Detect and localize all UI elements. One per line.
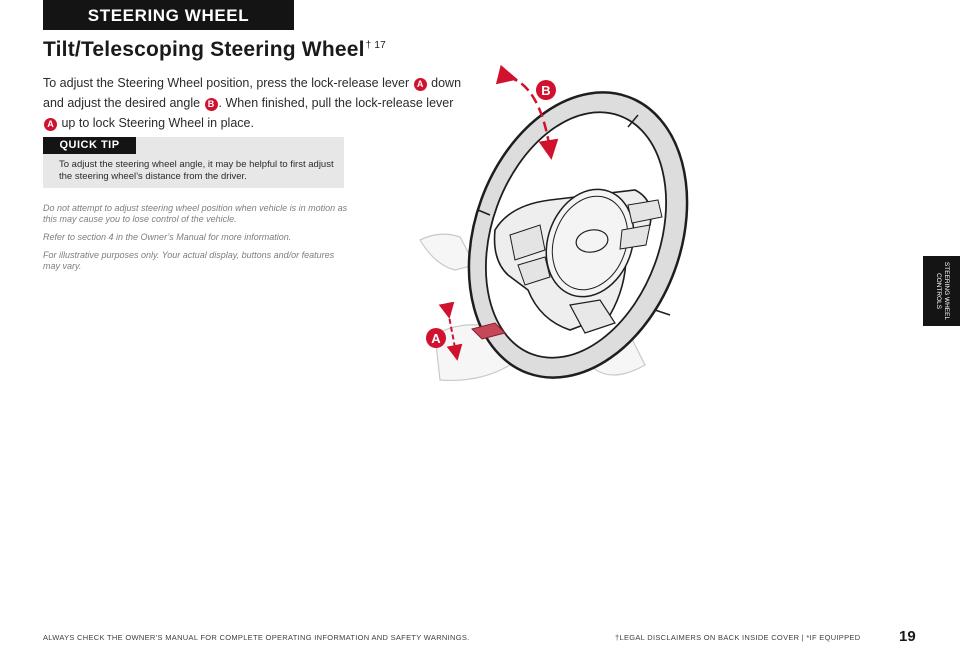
page-title-text: Tilt/Telescoping Steering Wheel bbox=[43, 38, 365, 61]
callout-b: B bbox=[536, 80, 556, 100]
quick-tip-text: To adjust the steering wheel angle, it m… bbox=[59, 159, 334, 182]
intro-text-4: up to lock Steering Wheel in place. bbox=[61, 116, 254, 130]
intro-text-3: . When finished, pull the lock-release l… bbox=[218, 96, 454, 110]
footer-disclaimer: †LEGAL DISCLAIMERS ON BACK INSIDE COVER … bbox=[615, 633, 861, 642]
quick-tip-box: QUICK TIP To adjust the steering wheel a… bbox=[43, 137, 344, 188]
section-tab: STEERING WHEEL CONTROLS bbox=[43, 0, 294, 57]
badge-b: B bbox=[204, 98, 218, 111]
horn-pad bbox=[545, 188, 635, 298]
footer-safety-warning: ALWAYS CHECK THE OWNER’S MANUAL FOR COMP… bbox=[43, 633, 470, 642]
emblem bbox=[575, 229, 609, 253]
badge-a: A bbox=[413, 78, 427, 91]
rim-seams bbox=[477, 114, 671, 316]
intro-text-2: down and adjust the desired angle bbox=[43, 76, 462, 110]
side-section-tab-label: STEERING WHEEL CONTROLS bbox=[934, 261, 950, 321]
spoke-buttons bbox=[509, 199, 663, 286]
lock-release-lever bbox=[471, 322, 506, 340]
page-number: 19 bbox=[899, 628, 916, 645]
side-section-tab: STEERING WHEEL CONTROLS bbox=[923, 256, 960, 326]
callout-a: A bbox=[426, 328, 446, 348]
steering-wheel-illustration: B A bbox=[419, 65, 689, 382]
horn-pad-inner bbox=[551, 195, 629, 291]
legal-superscript: † 17 bbox=[365, 40, 386, 51]
note-warning: Do not attempt to adjust steering wheel … bbox=[43, 203, 348, 224]
quick-tip-label: QUICK TIP bbox=[43, 137, 136, 154]
page-title: Tilt/Telescoping Steering Wheel† 17 bbox=[43, 38, 386, 62]
badge-a-2: A bbox=[44, 118, 57, 131]
note-reference: Refer to section 4 in the Owner’s Manual… bbox=[43, 232, 292, 242]
tilt-arrow bbox=[495, 65, 559, 160]
safety-notes: Do not attempt to adjust steering wheel … bbox=[43, 203, 348, 279]
callout-a-label: A bbox=[431, 331, 441, 346]
lever-arrow bbox=[438, 301, 463, 361]
note-illustrative: For illustrative purposes only. Your act… bbox=[43, 250, 335, 271]
intro-text-1: To adjust the Steering Wheel position, p… bbox=[43, 76, 410, 90]
intro-paragraph: To adjust the Steering Wheel position, p… bbox=[43, 73, 463, 133]
lower-spoke bbox=[569, 299, 616, 334]
callout-b-label: B bbox=[541, 83, 550, 98]
